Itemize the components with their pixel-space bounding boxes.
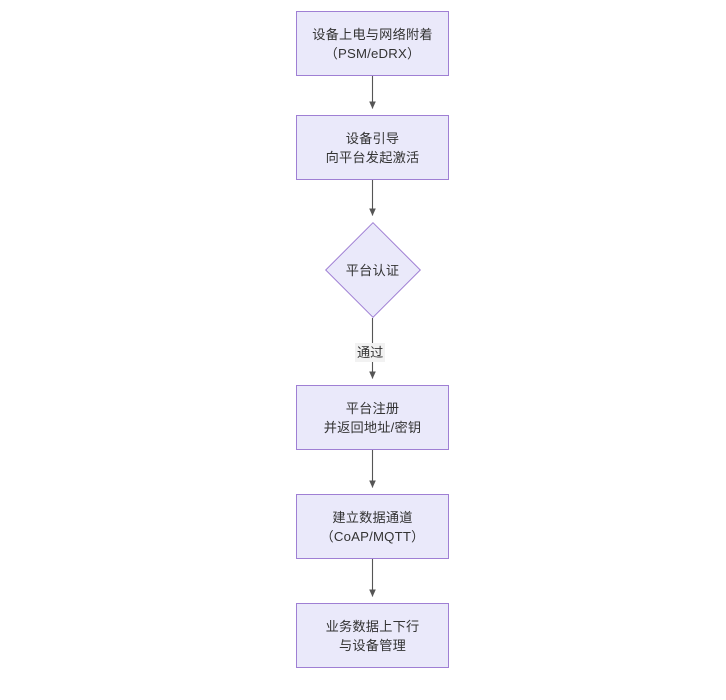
flow-node-business-data[interactable]: 业务数据上下行 与设备管理 [296, 603, 449, 668]
flow-node-data-channel[interactable]: 建立数据通道 （CoAP/MQTT） [296, 494, 449, 559]
flow-node-label-line2: （CoAP/MQTT） [320, 528, 425, 544]
flow-node-platform-auth-decision[interactable]: 平台认证 [324, 222, 421, 318]
flow-node-label-line2: 向平台发起激活 [325, 149, 420, 165]
flow-node-device-power-on[interactable]: 设备上电与网络附着 （PSM/eDRX） [296, 11, 449, 76]
flow-node-label-line2: （PSM/eDRX） [324, 45, 421, 61]
diamond-shape-icon [324, 222, 421, 318]
edge-label-pass-text: 通过 [357, 345, 384, 360]
flow-node-label-line1: 设备引导 [345, 130, 400, 146]
flow-node-label-line2: 与设备管理 [339, 637, 406, 653]
edge-label-pass: 通过 [355, 343, 386, 362]
flow-node-label-line1: 建立数据通道 [332, 509, 413, 525]
flow-node-platform-registration[interactable]: 平台注册 并返回地址/密钥 [296, 385, 449, 450]
flow-node-label-line1: 平台认证 [345, 262, 400, 278]
flow-node-device-bootstrap[interactable]: 设备引导 向平台发起激活 [296, 115, 449, 180]
flow-node-label-line2: 并返回地址/密钥 [323, 419, 422, 435]
flow-node-label-line1: 设备上电与网络附着 [312, 26, 433, 42]
flow-node-label-line1: 业务数据上下行 [325, 618, 420, 634]
flow-node-label-line1: 平台注册 [345, 400, 400, 416]
